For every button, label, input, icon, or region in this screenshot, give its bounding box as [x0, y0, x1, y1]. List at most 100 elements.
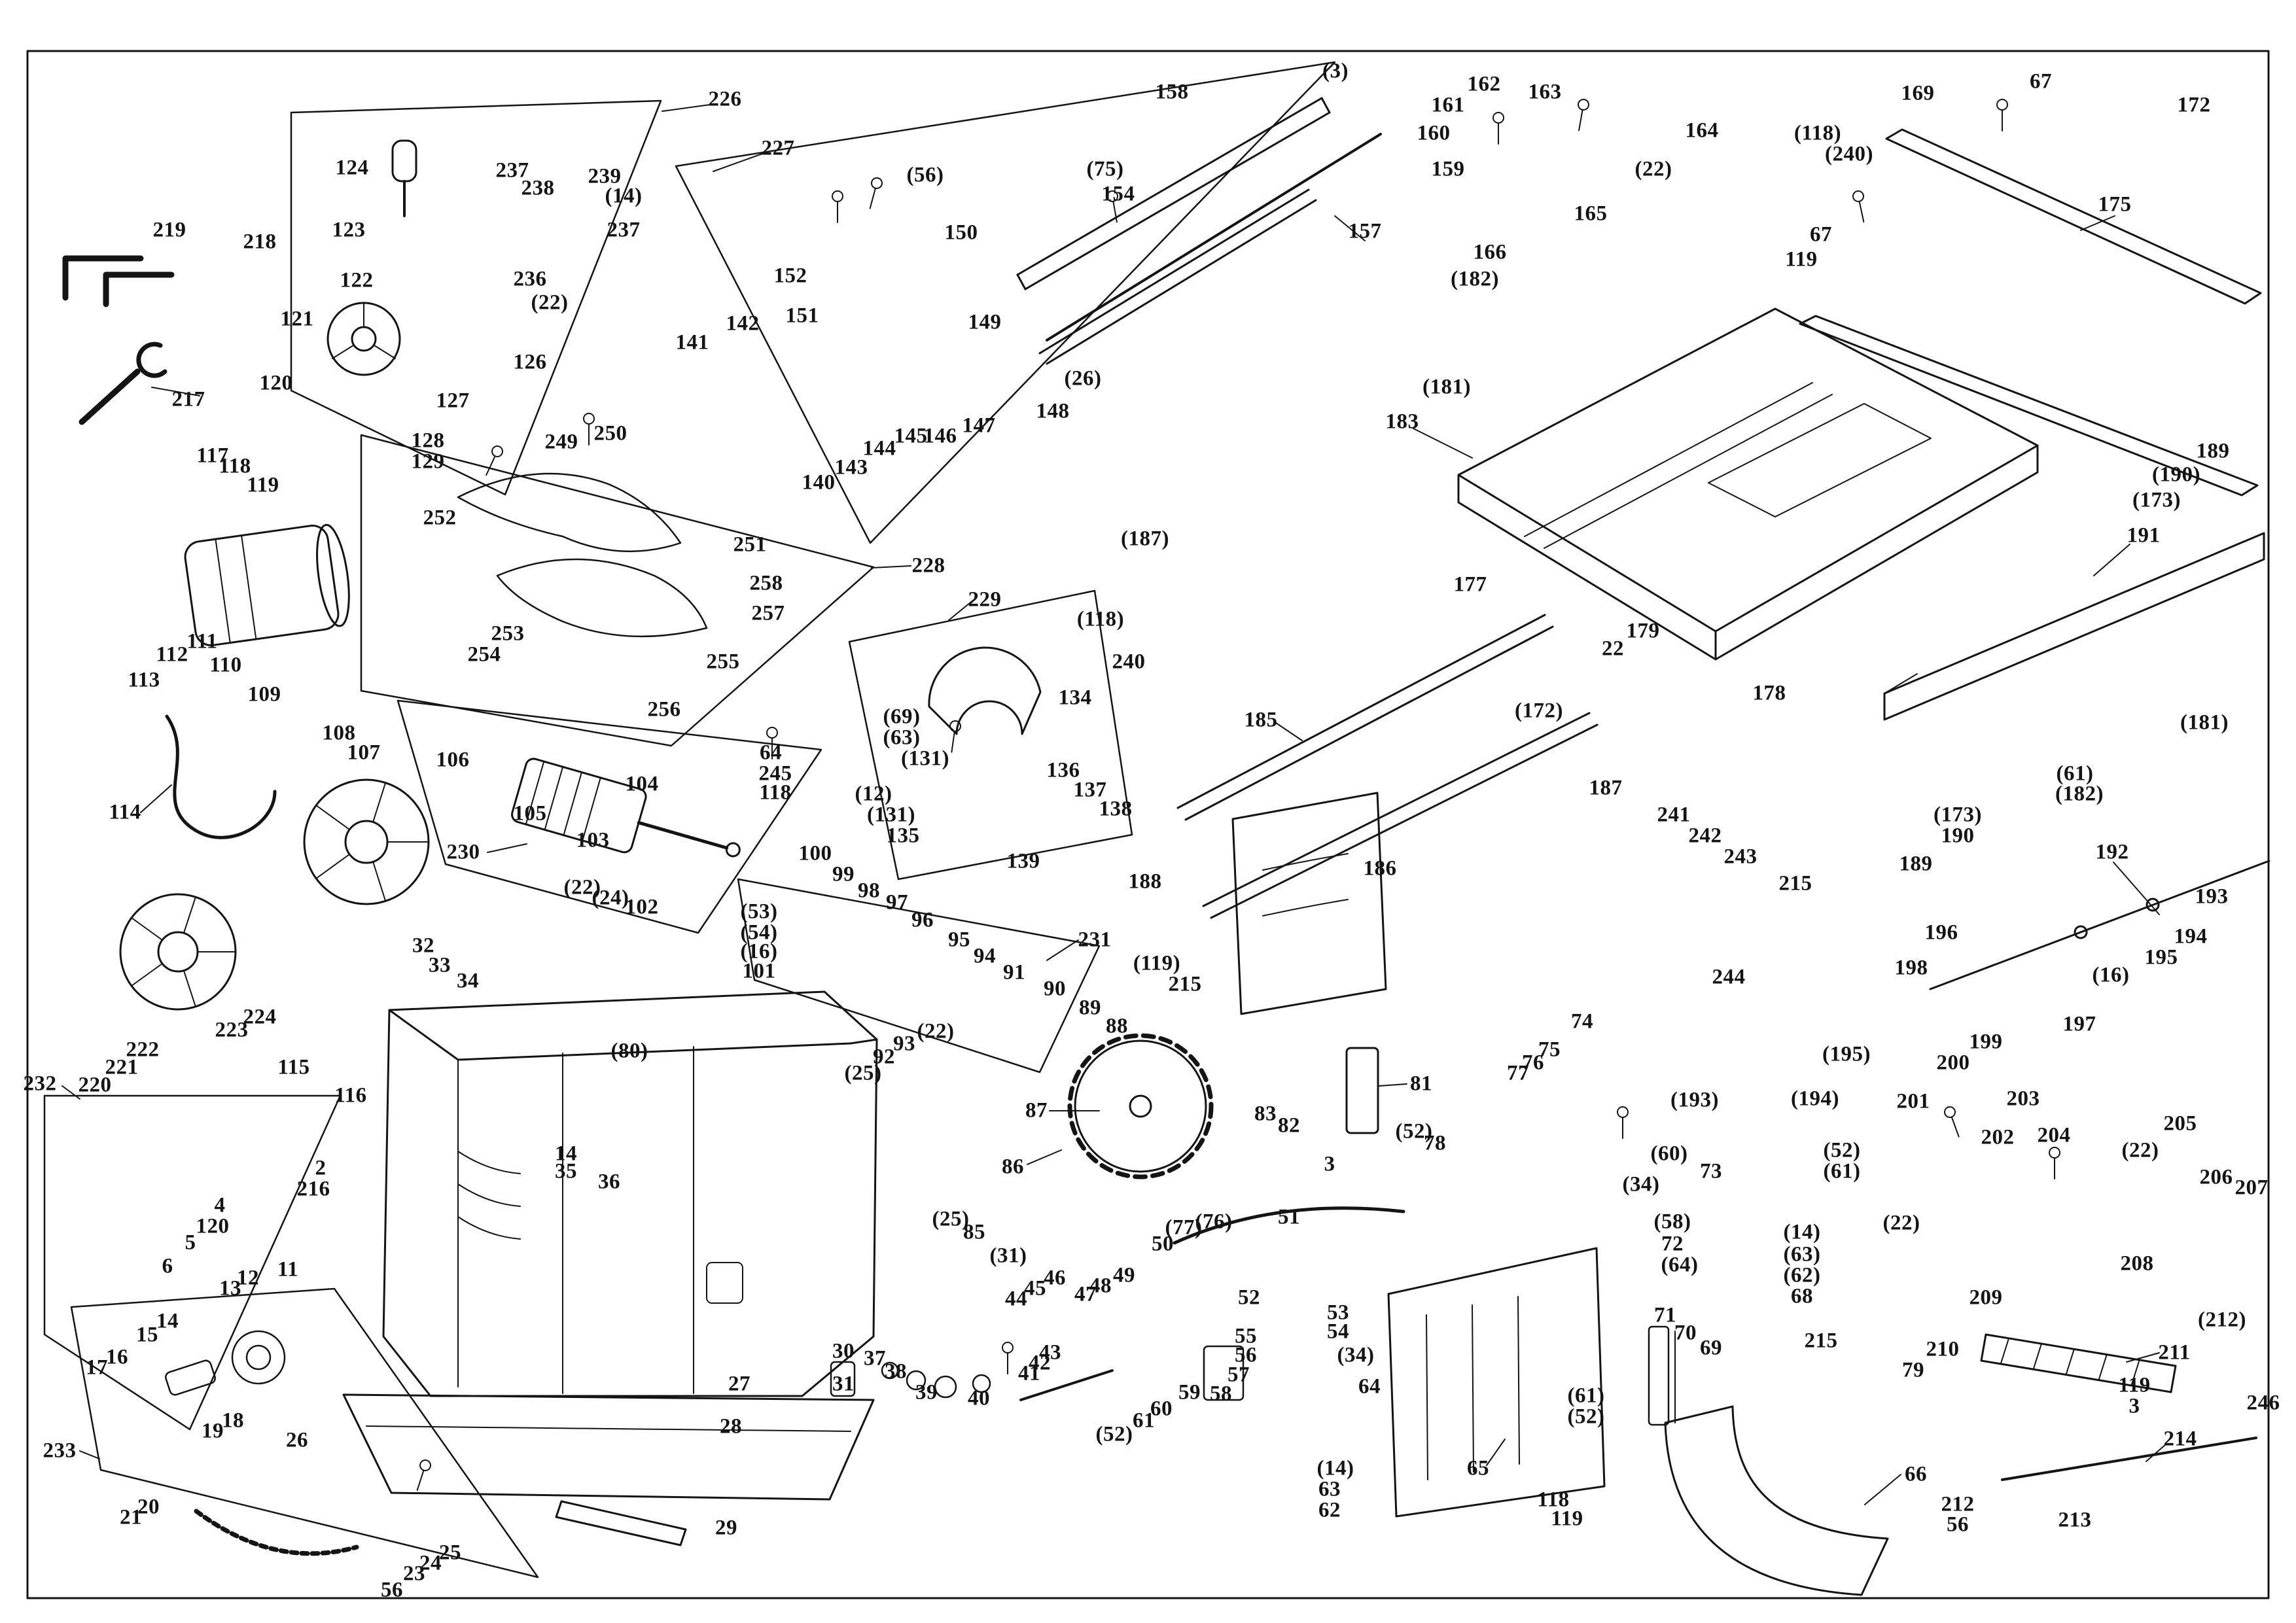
main-housing — [382, 990, 878, 1397]
part-label-187: 187 — [1589, 776, 1623, 800]
part-label-6: 6 — [162, 1254, 173, 1278]
part-label-50: 50 — [1152, 1232, 1174, 1256]
trunnion-1 — [457, 472, 682, 553]
part-label-35: 35 — [555, 1159, 577, 1183]
handwheel — [327, 302, 401, 376]
part-label-3: (3) — [1322, 59, 1349, 83]
part-label-48: 48 — [1089, 1274, 1112, 1298]
part-label-26: (26) — [1064, 366, 1102, 391]
part-label-66: 66 — [1905, 1462, 1927, 1486]
part-label-219: 219 — [152, 218, 186, 242]
part-label-224: 224 — [243, 1005, 277, 1029]
part-label-65: 65 — [1467, 1456, 1489, 1480]
part-label-14: (14) — [1783, 1220, 1821, 1244]
saw-blade — [1067, 1033, 1214, 1179]
part-label-64: (64) — [1661, 1253, 1699, 1277]
part-label-118: (118) — [1793, 121, 1842, 145]
part-label-81: 81 — [1410, 1072, 1432, 1096]
part-label-172: 172 — [2177, 93, 2211, 117]
part-label-17: 17 — [86, 1355, 108, 1380]
part-label-119: 119 — [2118, 1373, 2151, 1397]
part-label-145: 145 — [894, 424, 928, 448]
part-label-79: 79 — [1902, 1358, 1924, 1382]
part-label-134: 134 — [1058, 686, 1092, 710]
guard-hood — [928, 646, 1042, 735]
part-label-103: 103 — [576, 828, 610, 852]
part-label-173: (173) — [2132, 488, 2181, 512]
part-label-67: 67 — [1810, 222, 1832, 247]
part-label-110: 110 — [209, 653, 242, 677]
part-label-73: 73 — [1700, 1159, 1722, 1183]
part-label-243: 243 — [1723, 845, 1757, 869]
part-label-189: 189 — [2196, 439, 2230, 463]
part-label-33: 33 — [429, 953, 451, 977]
part-label-189: 189 — [1899, 852, 1933, 876]
part-label-41: 41 — [1018, 1361, 1040, 1386]
part-label-239: 239 — [588, 164, 622, 188]
part-label-72: 72 — [1661, 1232, 1684, 1256]
part-label-109: 109 — [247, 682, 281, 707]
part-label-75: 75 — [1538, 1038, 1561, 1062]
part-label-11: 11 — [277, 1257, 299, 1282]
part-label-34: (34) — [1337, 1343, 1375, 1367]
part-label-24: (24) — [592, 886, 629, 910]
part-label-194: (194) — [1791, 1087, 1839, 1111]
part-label-208: 208 — [2120, 1251, 2154, 1276]
part-label-175: 175 — [2098, 192, 2132, 217]
base-skirt — [342, 1393, 875, 1546]
part-label-217: 217 — [171, 387, 205, 411]
part-label-242: 242 — [1688, 824, 1722, 848]
part-label-108: 108 — [322, 721, 356, 745]
part-label-118: 118 — [759, 780, 792, 805]
part-label-74: 74 — [1571, 1009, 1593, 1034]
part-label-34: 34 — [457, 969, 479, 993]
part-label-14: 14 — [555, 1142, 577, 1166]
support-bracket — [1345, 1047, 1379, 1134]
part-label-139: 139 — [1006, 849, 1040, 873]
part-label-100: 100 — [798, 841, 832, 865]
stand-post — [1648, 1325, 1676, 1426]
part-label-115: 115 — [277, 1055, 310, 1079]
part-label-233: 233 — [43, 1439, 77, 1463]
part-label-198: 198 — [1894, 956, 1928, 980]
part-label-53: 53 — [1327, 1300, 1349, 1325]
part-label-215: 215 — [1778, 871, 1812, 896]
part-label-227: 227 — [761, 136, 795, 160]
leader-lines — [62, 104, 2166, 1505]
part-label-91: 91 — [1003, 960, 1025, 985]
part-label-246: 246 — [2246, 1391, 2280, 1415]
part-label-173: (173) — [1934, 803, 1982, 827]
part-label-14: (14) — [1316, 1456, 1354, 1480]
part-label-119: 119 — [1785, 247, 1818, 271]
part-label-149: 149 — [968, 310, 1002, 334]
part-label-254: 254 — [467, 642, 501, 667]
part-label-158: 158 — [1155, 80, 1189, 104]
part-label-77: (77) — [1165, 1215, 1203, 1240]
part-label-216: 216 — [296, 1177, 330, 1201]
part-label-226: 226 — [708, 87, 742, 111]
part-label-82: 82 — [1278, 1113, 1300, 1138]
part-label-256: 256 — [647, 697, 681, 722]
part-label-62: (62) — [1783, 1263, 1821, 1287]
part-label-127: 127 — [436, 389, 470, 413]
rear-panel — [1387, 1247, 1606, 1518]
part-label-58: (58) — [1653, 1210, 1691, 1234]
power-cable — [165, 714, 277, 839]
part-label-258: 258 — [749, 571, 783, 595]
part-label-119: (119) — [1133, 951, 1181, 975]
part-label-22: (22) — [2121, 1138, 2159, 1162]
part-label-101: 101 — [742, 959, 776, 983]
part-label-16: (16) — [740, 939, 778, 964]
part-label-85: 85 — [963, 1220, 985, 1244]
part-label-178: 178 — [1752, 681, 1786, 705]
part-label-64: 64 — [760, 741, 782, 765]
part-label-249: 249 — [544, 430, 578, 454]
part-label-236: 236 — [513, 267, 547, 291]
part-label-177: 177 — [1453, 572, 1487, 597]
part-label-131: (131) — [901, 746, 949, 771]
part-label-55: 55 — [1235, 1324, 1257, 1348]
part-label-228: 228 — [911, 553, 945, 578]
part-label-90: 90 — [1044, 977, 1066, 1001]
part-label-77: 77 — [1507, 1061, 1529, 1085]
part-label-193: 193 — [2195, 884, 2229, 909]
